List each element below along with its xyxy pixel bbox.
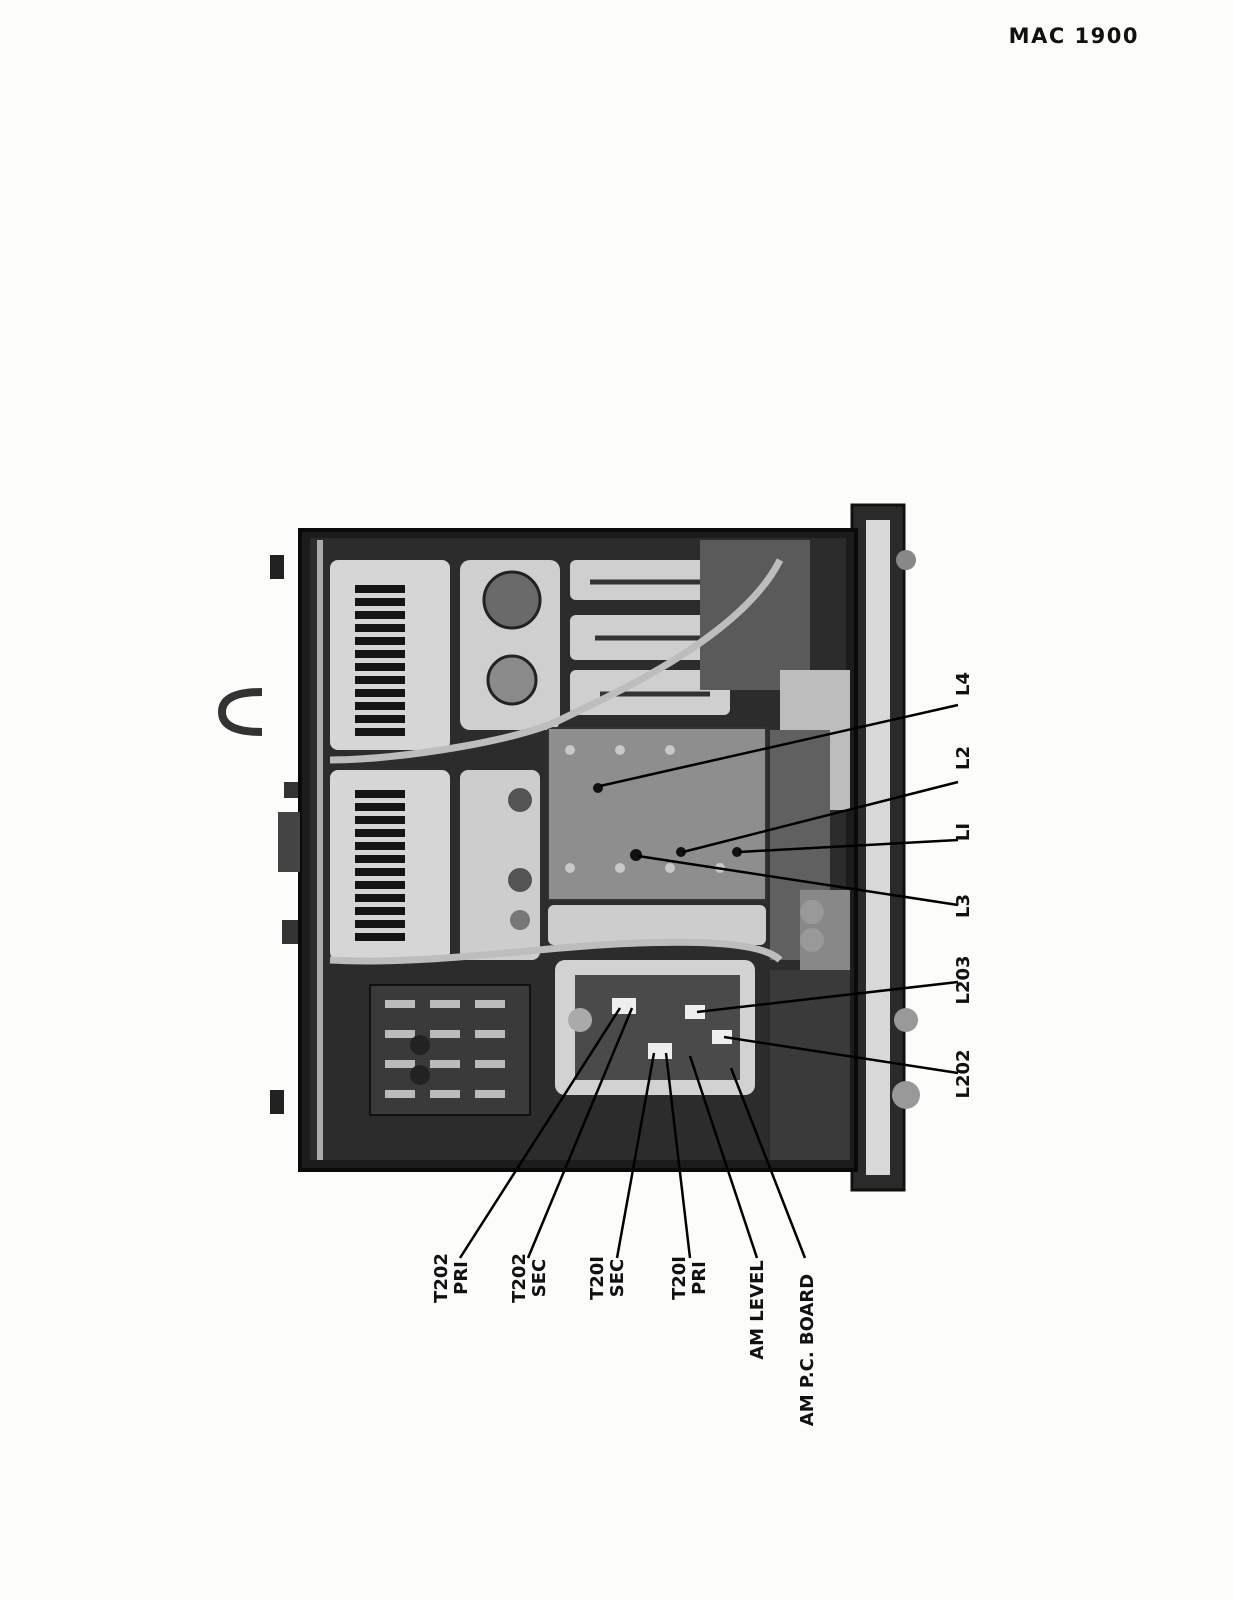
leader-lines <box>458 703 959 1259</box>
callout-l3: L3 <box>953 894 974 918</box>
callout-l4: L4 <box>953 672 974 696</box>
heatsink-area-2 <box>330 770 450 960</box>
callout-l1: LI <box>953 822 974 842</box>
callout-l202: L202 <box>953 1049 974 1099</box>
callout-am-level: AM LEVEL <box>747 1260 768 1360</box>
rf-shield <box>547 727 767 901</box>
callout-l2: L2 <box>953 746 974 770</box>
rear-connectors <box>217 555 300 1114</box>
coil-l3 <box>630 849 642 861</box>
callout-am-pc-board: AM P.C. BOARD <box>797 1273 818 1427</box>
coil-l2 <box>676 847 686 857</box>
callout-l203: L203 <box>953 955 974 1005</box>
page-header-model: MAC 1900 <box>1008 24 1139 48</box>
coil-l1 <box>732 847 742 857</box>
